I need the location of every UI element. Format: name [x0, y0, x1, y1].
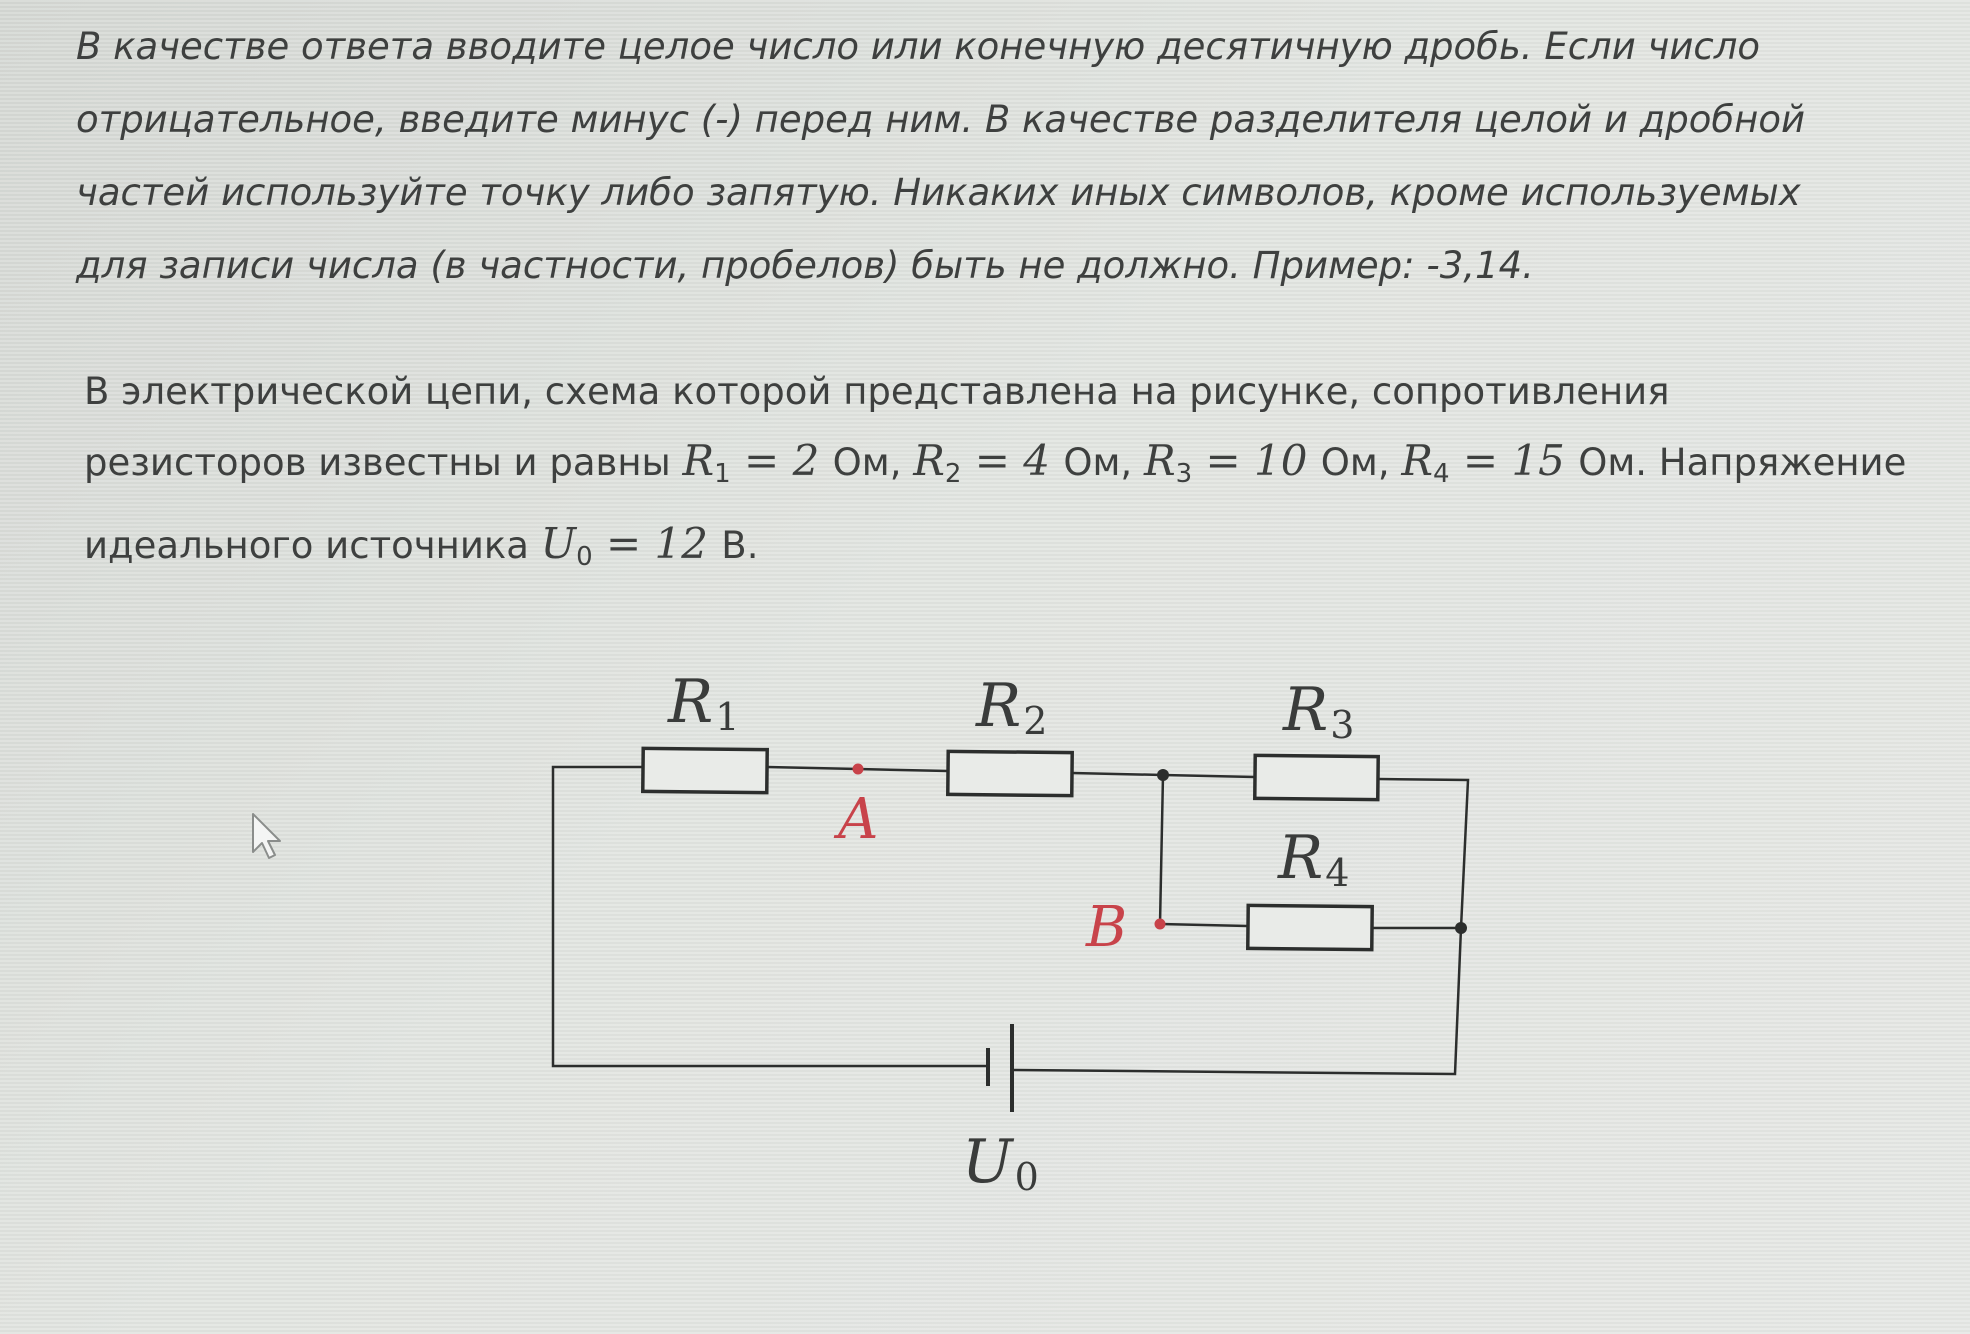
label-r3: R3	[1282, 675, 1354, 747]
wire-a-to-r2	[857, 767, 949, 773]
r1-value: R1 = 2 Ом	[682, 436, 890, 489]
instructions-text: В качестве ответа вводите целое число ил…	[76, 10, 1916, 302]
resistor-r4	[1246, 903, 1374, 952]
label-u0: U0	[962, 1127, 1039, 1199]
resistor-r2	[946, 749, 1074, 798]
label-point-b: B	[1085, 895, 1127, 960]
wire-b-to-r4	[1159, 922, 1249, 928]
problem-statement: В электрической цепи, схема которой пред…	[84, 357, 1924, 592]
r4-value: R4 = 15 Ом	[1401, 436, 1636, 489]
wire-r2-to-node	[1071, 771, 1164, 777]
wire-left-loop	[551, 765, 988, 1068]
problem-line-2: резисторов известны и равны R1 = 2 Ом, R…	[84, 426, 1924, 509]
problem-line-3-suffix: .	[746, 524, 759, 567]
label-r2: R2	[975, 671, 1047, 743]
problem-line-3-prefix: идеального источника	[84, 524, 529, 567]
resistor-r1	[641, 746, 769, 795]
label-r1: R1	[667, 667, 739, 739]
r2-value: R2 = 4 Ом	[913, 436, 1121, 489]
point-b-dot	[1154, 918, 1166, 930]
label-point-a: A	[833, 787, 878, 852]
u0-value: U0 = 12 В	[540, 519, 747, 572]
problem-line-2-prefix: резисторов известны и равны	[84, 441, 671, 484]
separator: ,	[1120, 441, 1133, 484]
circuit-wires	[551, 765, 1470, 1076]
problem-line-1: В электрической цепи, схема которой пред…	[84, 370, 1670, 413]
wire-node-to-b	[1158, 774, 1165, 925]
r3-value: R3 = 10 Ом	[1143, 436, 1378, 489]
point-a-dot	[852, 763, 864, 775]
junction-top-dot	[1157, 769, 1169, 781]
wire-node-to-r3	[1162, 773, 1256, 779]
label-r4: R4	[1277, 823, 1349, 895]
problem-line-2-suffix: . Напряжение	[1635, 441, 1907, 484]
problem-line-3: идеального источника U0 = 12 В.	[84, 509, 1924, 592]
instructions-line-2: отрицательное, введите минус (-) перед н…	[76, 98, 1806, 141]
battery-u0	[986, 1024, 1014, 1112]
instructions-line-4: для записи числа (в частности, пробелов)…	[76, 244, 1534, 287]
wire-r3-right	[1377, 777, 1470, 929]
separator: ,	[1377, 441, 1390, 484]
wire-r1-to-a	[766, 765, 859, 771]
junction-right-dot	[1455, 922, 1467, 934]
mouse-pointer-icon	[252, 813, 281, 859]
separator: ,	[889, 441, 902, 484]
resistor-r3	[1253, 753, 1380, 802]
wire-right-bottom	[1013, 927, 1463, 1076]
instructions-line-3: частей используйте точку либо запятую. Н…	[76, 171, 1801, 214]
instructions-line-1: В качестве ответа вводите целое число ил…	[76, 25, 1761, 68]
